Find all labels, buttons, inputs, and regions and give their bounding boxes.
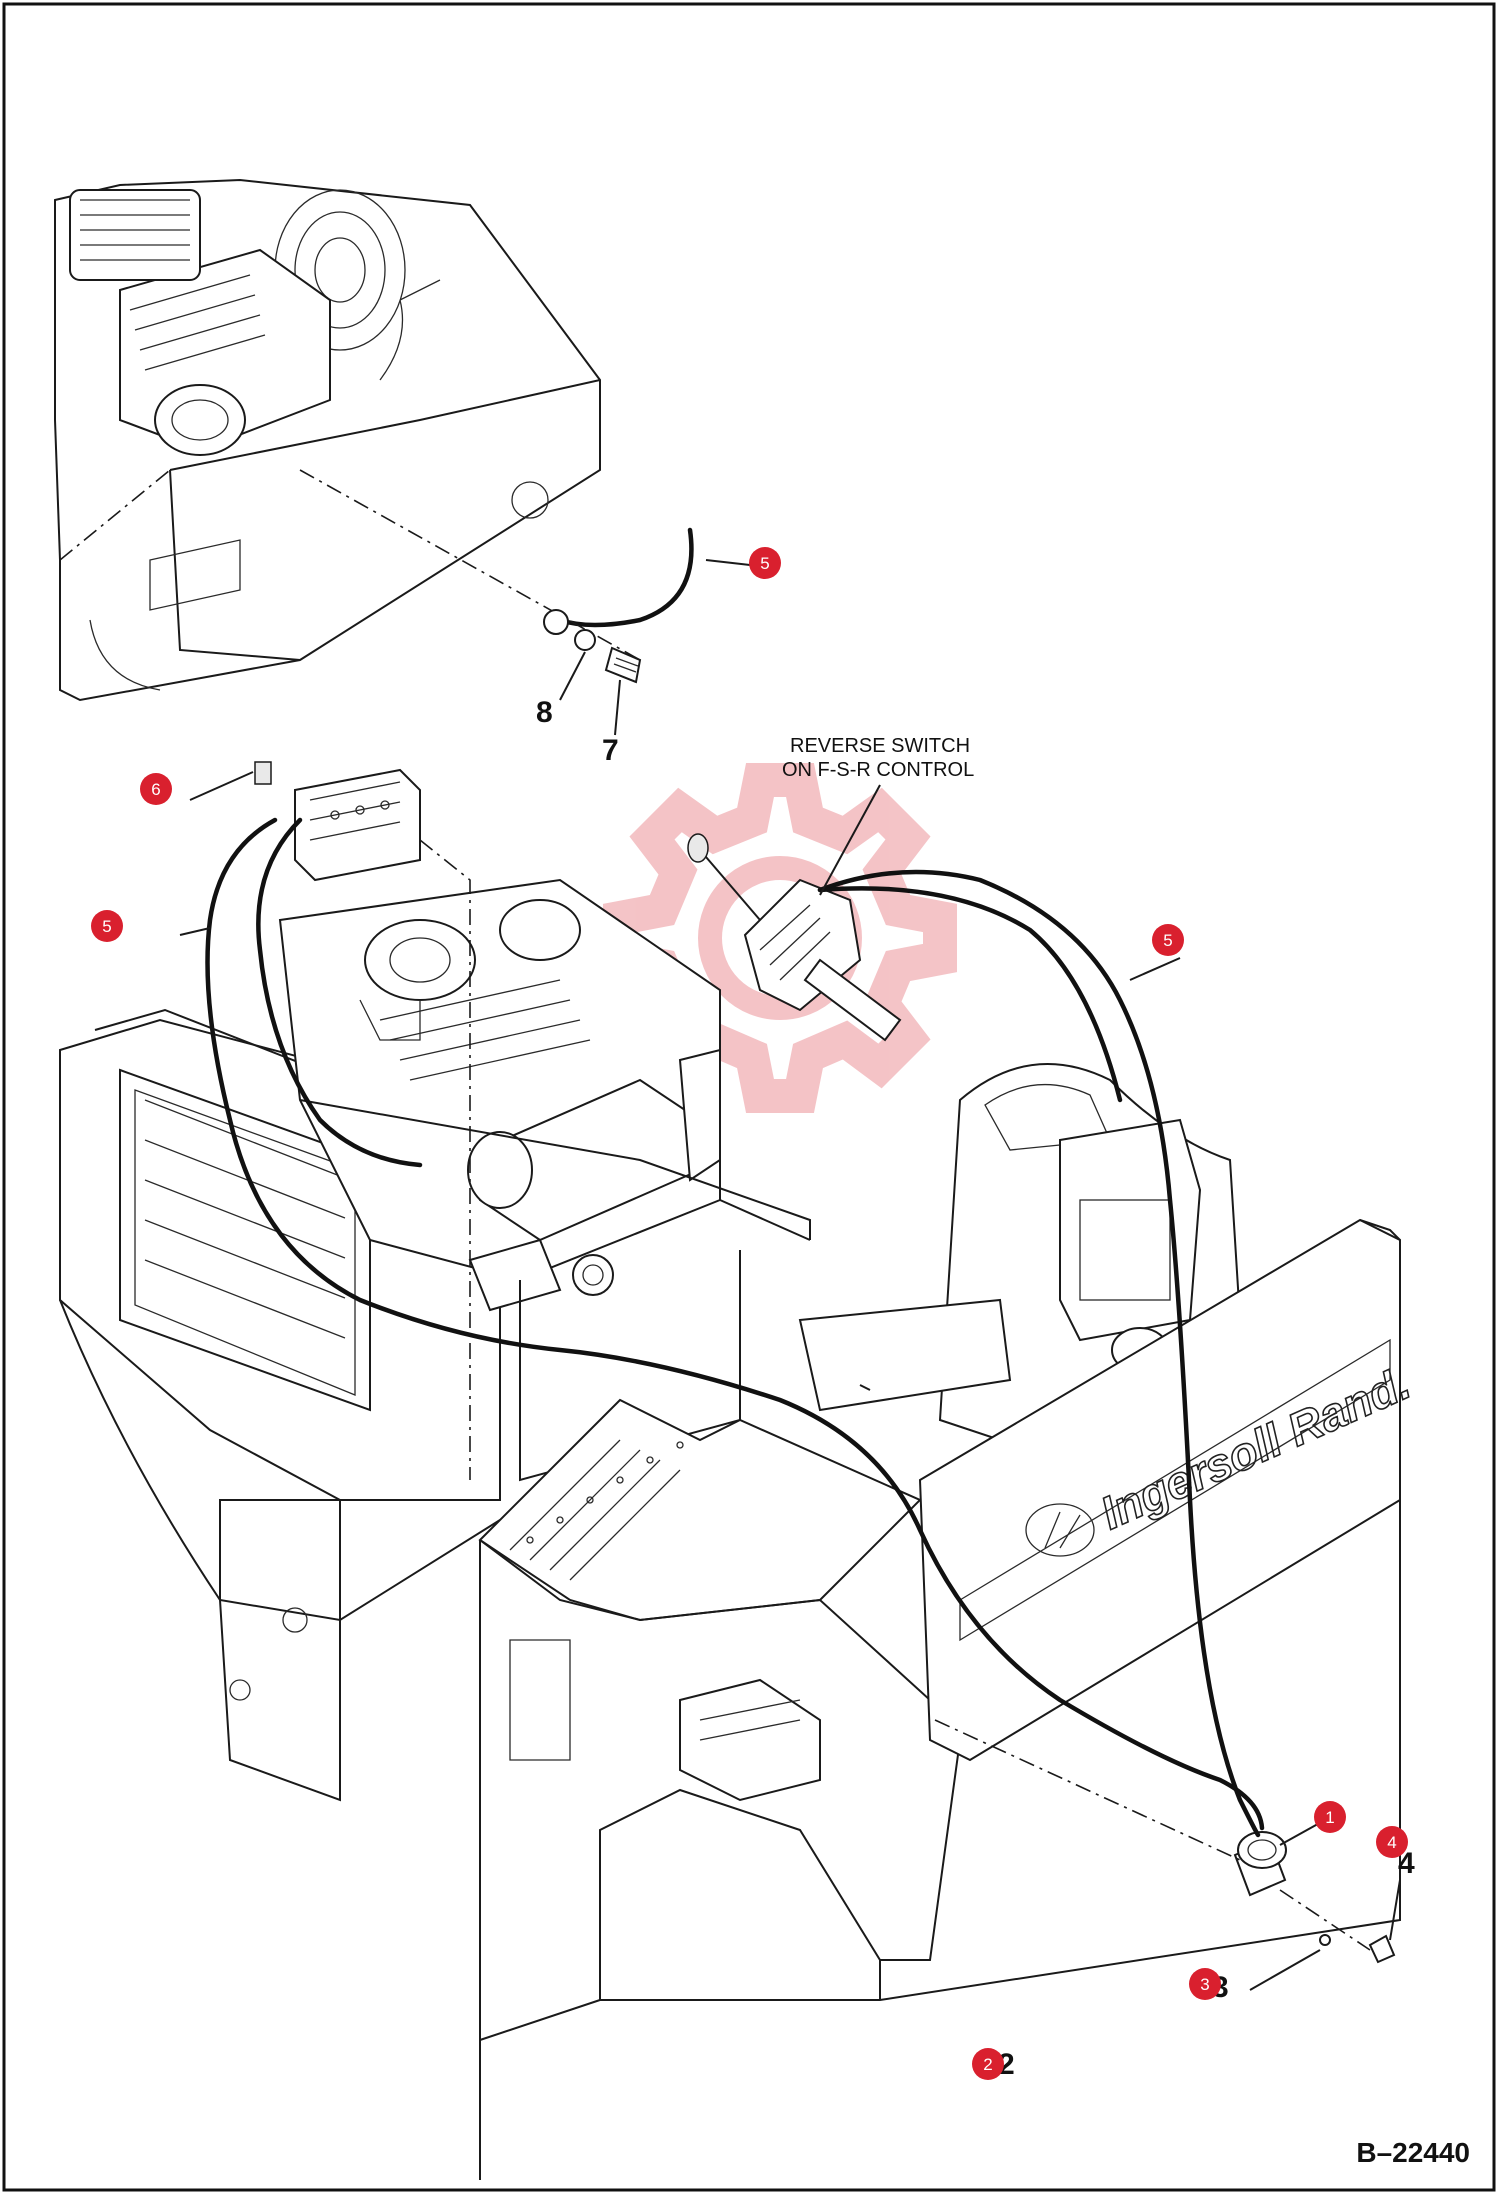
callout-badge-4: 4 [1376,1826,1408,1858]
ir-logo-icon [1025,1503,1095,1557]
callout-3-number: 3 [1200,1975,1209,1994]
callout-badge-6: 6 [140,773,172,805]
callout-5-left-number: 5 [102,917,111,936]
reverse-switch-leader [819,784,881,896]
callout-4-number: 4 [1387,1833,1396,1852]
callout-2-number: 2 [983,2055,992,2074]
callout-6-circle [140,773,172,805]
callout-1-number: 1 [1325,1808,1334,1827]
drawing-number: B–22440 [1356,2137,1470,2168]
callout-5-top-circle [749,547,781,579]
callout-badge-5-right: 5 [1152,924,1184,956]
callout-2-circle [972,2048,1004,2080]
callout-1-circle [1314,1801,1346,1833]
callout-5-right-number: 5 [1163,931,1172,950]
callout-3-circle [1189,1968,1221,2000]
reverse-switch-label-line1: REVERSE SWITCH [790,735,970,757]
callout-5-right-circle [1152,924,1184,956]
part-number-2: 2 [998,2048,1015,2081]
callout-4-circle [1376,1826,1408,1858]
callout-5-left-circle [91,910,123,942]
callout-5-top-number: 5 [760,554,769,573]
callout-badge-3: 3 [1189,1968,1221,2000]
callout-badge-1: 1 [1314,1801,1346,1833]
part-number-7: 7 [602,734,619,767]
callout-badge-5-left: 5 [91,910,123,942]
callout-6-number: 6 [151,780,160,799]
callout-badge-5-top: 5 [749,547,781,579]
wiring-harness [179,817,1265,1838]
part-number-4: 4 [1398,1847,1415,1880]
callout-badge-2: 2 [972,2048,1004,2080]
part-number-8: 8 [536,696,553,729]
reverse-switch-label-line2: ON F-S-R CONTROL [782,759,974,781]
engine-detail-top [54,178,751,736]
